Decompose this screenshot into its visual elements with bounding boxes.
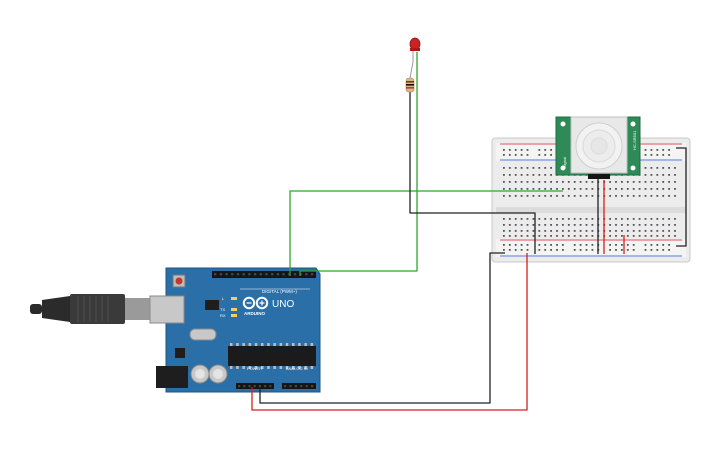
arduino-uno-board[interactable]: DIGITAL (PWM~) L TX RX UNO ARDUINO POWER… xyxy=(30,267,321,393)
wires[interactable] xyxy=(251,52,687,411)
usb-socket xyxy=(149,295,185,324)
onboard-leds: L TX RX xyxy=(220,296,237,318)
wire-red-5v[interactable] xyxy=(251,253,528,411)
power-header-label: POWER xyxy=(247,366,262,371)
svg-text:L: L xyxy=(222,296,225,301)
digital-header-label: DIGITAL (PWM~) xyxy=(262,289,297,294)
atmega-chip xyxy=(228,346,316,366)
pir-label-left: Signal xyxy=(562,157,567,168)
arduino-pcb xyxy=(165,267,321,393)
analog-header[interactable] xyxy=(282,383,316,389)
arduino-brand-label: ARDUINO xyxy=(244,311,265,316)
wire-black-gnd[interactable] xyxy=(259,252,505,404)
wire-green-led[interactable] xyxy=(299,52,418,276)
power-jack xyxy=(156,366,188,388)
red-led[interactable] xyxy=(409,37,421,62)
wire-black-rail[interactable] xyxy=(676,147,687,247)
arduino-model-label: UNO xyxy=(272,299,294,310)
analog-header-label: ANALOG IN xyxy=(286,366,308,371)
svg-text:RX: RX xyxy=(220,313,226,318)
svg-text:TX: TX xyxy=(220,307,225,312)
crystal xyxy=(189,328,217,341)
arduino-logo xyxy=(242,296,269,310)
pir-sensor[interactable]: Signal HC-SR501 xyxy=(555,116,641,179)
resistor[interactable] xyxy=(405,61,415,93)
pir-label-right: HC-SR501 xyxy=(632,130,637,150)
wire-black-resistor[interactable] xyxy=(409,92,536,254)
wire-green-signal[interactable] xyxy=(289,190,563,276)
digital-header[interactable] xyxy=(212,271,316,278)
